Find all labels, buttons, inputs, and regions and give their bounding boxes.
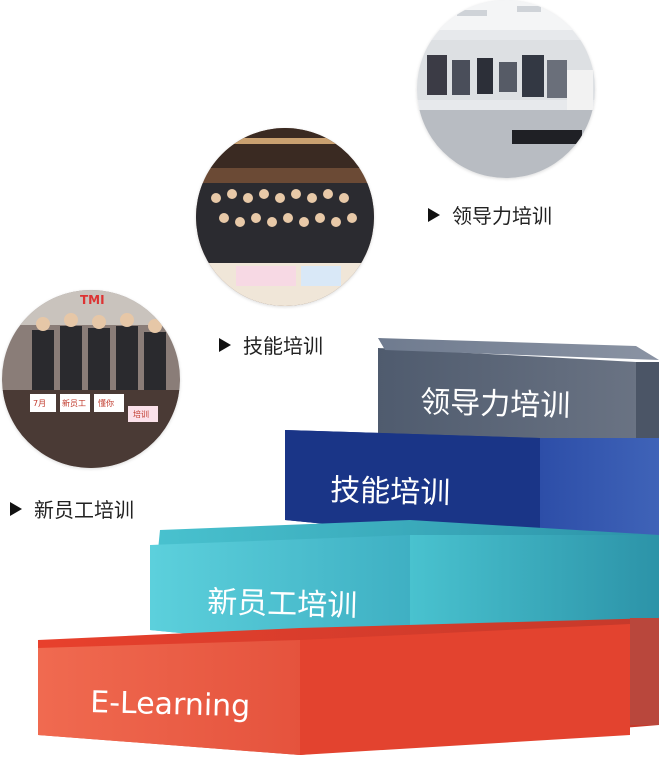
caption-skills-training-label: 技能培训: [243, 334, 323, 358]
step-elearning: E-Learning: [38, 618, 659, 755]
step-skills: 技能培训: [285, 430, 659, 545]
step-elearning-label: E-Learning: [90, 685, 251, 724]
play-triangle-icon: [428, 207, 440, 222]
caption-leadership-training: 领导力培训: [428, 200, 552, 229]
caption-new-employee-training-label: 新员工培训: [34, 498, 134, 522]
step-new-employee-label: 新员工培训: [207, 585, 358, 624]
photo-sign-4: 培训: [133, 409, 149, 419]
caption-skills-training: 技能培训: [219, 330, 323, 359]
step-leadership-label: 领导力培训: [420, 385, 571, 424]
play-triangle-icon: [219, 337, 231, 352]
photo-sign-2: 新员工: [62, 398, 86, 408]
play-triangle-icon: [10, 501, 22, 516]
photo-sign-1: 7月: [33, 399, 46, 408]
photo-sign-3: 懂你: [98, 398, 114, 408]
caption-leadership-training-label: 领导力培训: [452, 204, 552, 228]
photo-banner-text: TMI: [80, 293, 105, 307]
caption-new-employee-training: 新员工培训: [10, 494, 134, 523]
step-leadership: 领导力培训: [378, 338, 659, 446]
step-skills-label: 技能培训: [330, 473, 451, 511]
